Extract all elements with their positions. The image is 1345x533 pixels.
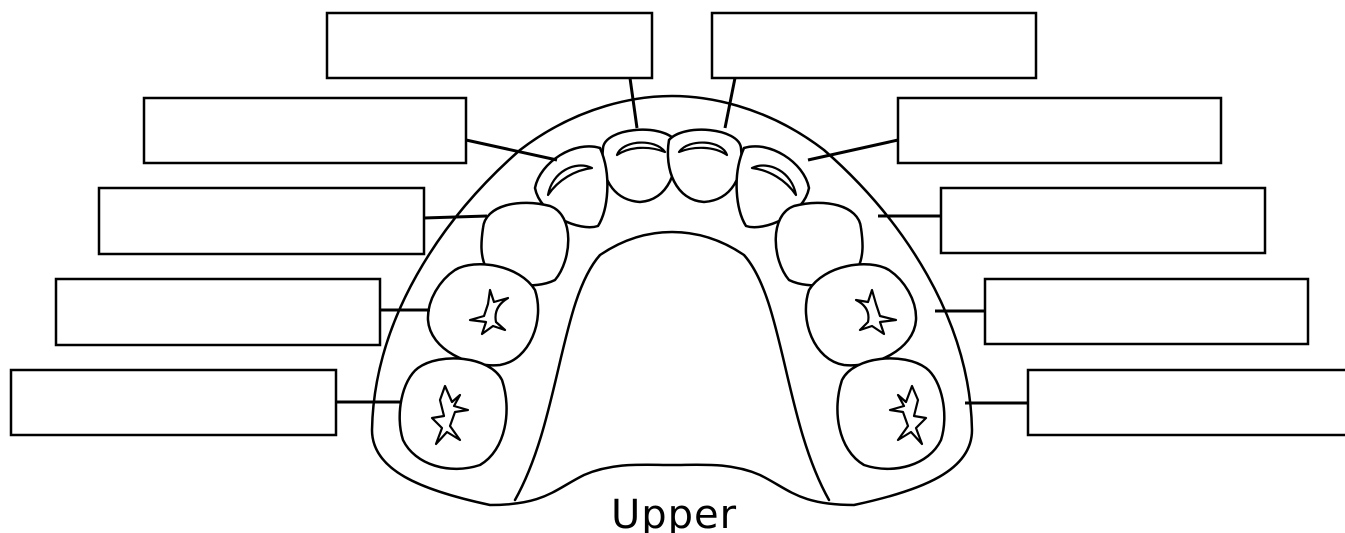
leader-line-left-lateral [465,138,558,162]
label-box-right-lateral[interactable] [896,96,1223,165]
label-box-left-lateral[interactable] [142,96,468,165]
label-box-left-central[interactable] [325,11,654,80]
left-canine [480,201,570,287]
right-central-incisor [666,128,743,204]
palate-outline [513,230,831,502]
label-box-right-central[interactable] [710,11,1038,80]
right-canine [774,201,864,287]
gum-outline [370,94,974,507]
label-box-left-canine[interactable] [97,186,426,256]
left-central-incisor [601,128,678,204]
label-box-left-first-molar[interactable] [54,277,382,347]
right-first-molar [804,263,918,367]
label-box-right-first-molar[interactable] [983,277,1310,346]
label-box-left-second-molar[interactable] [9,368,338,437]
leader-lines [336,77,1028,405]
leader-line-right-central [723,77,737,129]
leader-line-left-central [628,77,639,129]
arch-label: Upper [611,492,737,533]
left-first-molar [426,263,540,367]
right-second-molar [836,357,946,470]
leader-line-left-canine [423,214,488,220]
leader-line-right-lateral [807,138,899,162]
label-box-right-second-molar[interactable] [1026,368,1345,437]
left-second-molar [398,357,508,470]
label-box-right-canine[interactable] [939,186,1267,255]
